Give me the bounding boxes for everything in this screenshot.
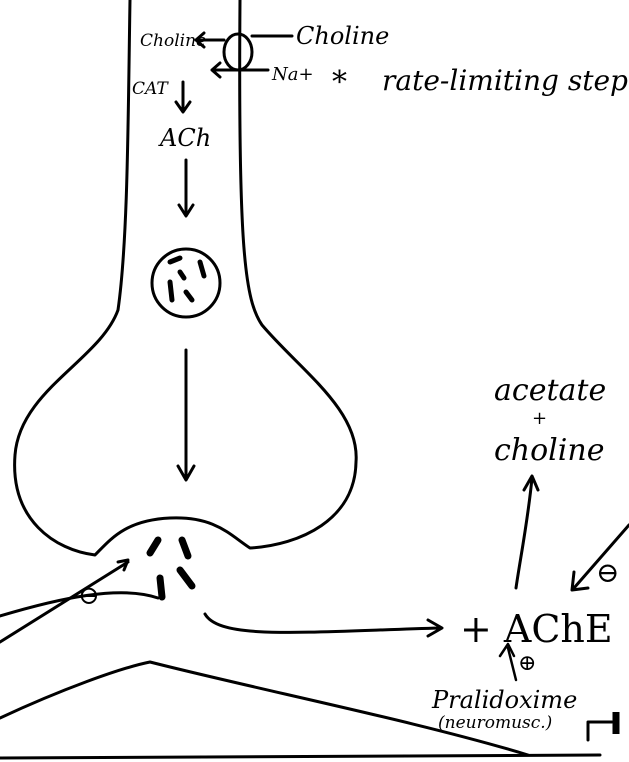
rate-limiting-label: rate-limiting step: [382, 64, 628, 97]
released-ach-marks: [150, 540, 192, 597]
choline-intracellular-label: Choline: [140, 31, 206, 51]
sodium-label: Na+: [271, 64, 314, 85]
plus-circle-label: ⊕: [518, 651, 536, 676]
minus-right-label: ⊖: [596, 556, 619, 589]
acetate-label: acetate: [494, 373, 606, 408]
ache-label: + AChE: [460, 607, 613, 651]
choline-product-label: choline: [494, 433, 604, 468]
vesicle-ach-marks: [170, 258, 204, 300]
receptor-line-left: [0, 560, 128, 642]
postsynaptic-bottom-line: [0, 755, 600, 758]
cat-arrow: [176, 82, 190, 112]
pralidoxime-label: Pralidoxime: [431, 686, 577, 714]
ach-to-ache-arrow: [205, 614, 442, 636]
minus-left-label: ⊖: [78, 581, 100, 611]
ach-to-vesicle-arrow: [179, 160, 193, 216]
ach-label: ACh: [158, 124, 211, 152]
choline-extracellular-label: Choline: [296, 22, 389, 50]
synaptic-vesicle: [152, 249, 220, 317]
choline-transporter: [224, 34, 252, 70]
asterisk-mark: *: [332, 65, 347, 100]
neuromusc-label: (neuromusc.): [438, 713, 552, 733]
ache-to-products-arrow: [516, 476, 538, 588]
right-terminal-bracket: [588, 722, 612, 740]
vesicle-to-membrane-arrow: [178, 350, 194, 480]
products-plus-label: +: [532, 408, 547, 429]
cat-label: CAT: [132, 79, 169, 99]
